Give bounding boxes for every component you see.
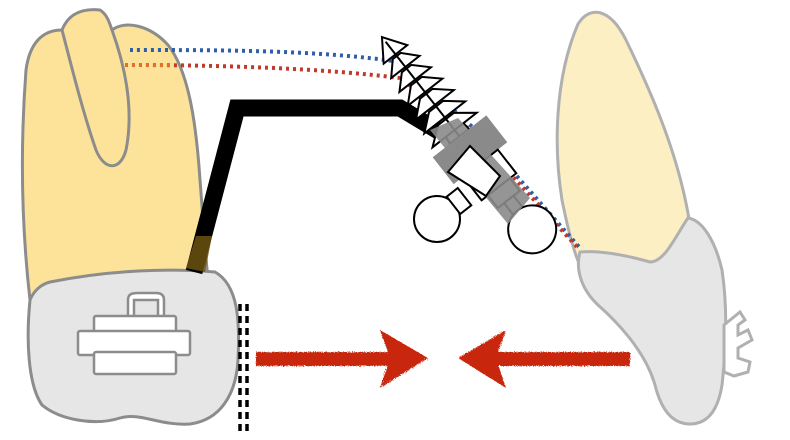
bracket-slot [76, 291, 192, 376]
bone-attachment [722, 309, 754, 378]
molar-crown [21, 8, 212, 302]
bone-base [576, 216, 728, 426]
implant-ball [413, 195, 461, 243]
implant-slot [446, 144, 502, 198]
implant-neck [445, 186, 473, 216]
blue-force-line [129, 48, 582, 250]
wire-overlap [186, 236, 212, 272]
arrow-left [458, 330, 630, 388]
lever-arm-wire [185, 99, 445, 275]
vertical-reference-line [238, 304, 249, 436]
crown-groove [60, 29, 131, 168]
arrow-right [256, 330, 428, 388]
